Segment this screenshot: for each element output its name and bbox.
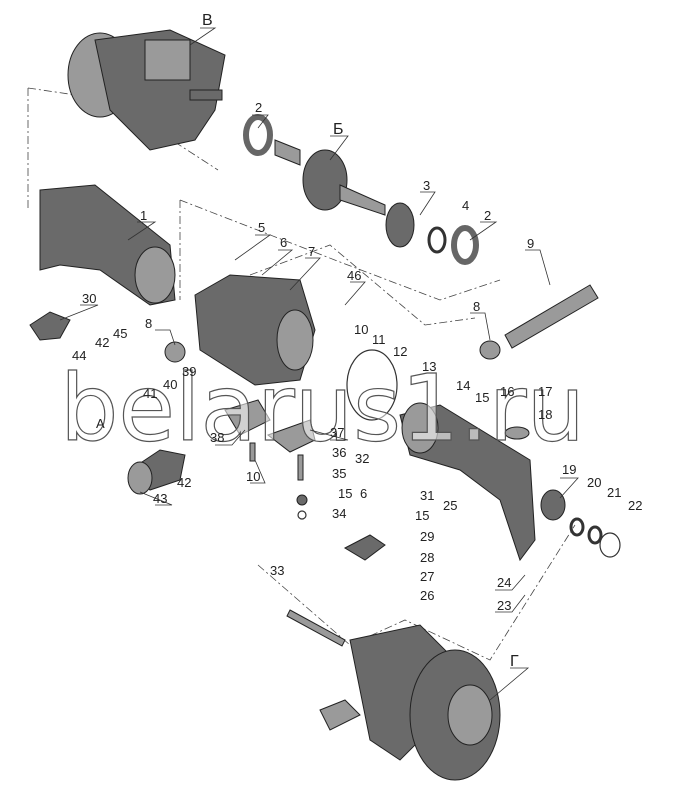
part-label: 46: [347, 268, 361, 283]
part-label: 8: [473, 299, 480, 314]
part-label: 19: [562, 462, 576, 477]
part-label: 32: [355, 451, 369, 466]
part-label: 6: [280, 235, 287, 250]
label-assembly-a: А: [96, 416, 105, 431]
part-label: 24: [497, 575, 511, 590]
part-label: 31: [420, 488, 434, 503]
part-label: 18: [538, 407, 552, 422]
part-label: 20: [587, 475, 601, 490]
part-labels: В Б Г А 1 2 2 3 4 5 6 6 7 8 8 9 10 10 11…: [72, 12, 642, 670]
part-label: 38: [210, 430, 224, 445]
part-label: 45: [113, 326, 127, 341]
part-label: 9: [527, 236, 534, 251]
part-label: 15: [338, 486, 352, 501]
part-label: 42: [177, 475, 191, 490]
part-label: 13: [422, 359, 436, 374]
part-label: 28: [420, 550, 434, 565]
part-label: 2: [484, 208, 491, 223]
part-label: 35: [332, 466, 346, 481]
part-label: 29: [420, 529, 434, 544]
part-label: 26: [420, 588, 434, 603]
part-label: 15: [475, 390, 489, 405]
part-label: 36: [332, 445, 346, 460]
part-label: 4: [462, 198, 469, 213]
part-label: 10: [354, 322, 368, 337]
part-label: 40: [163, 377, 177, 392]
part-label: 30: [82, 291, 96, 306]
assembly-g-final-drive: [319, 624, 501, 781]
part-label: 6: [360, 486, 367, 501]
assembly-v-reducer: [67, 29, 226, 151]
part-label: 33: [270, 563, 284, 578]
part-label: 37: [330, 425, 344, 440]
part-label: 43: [153, 491, 167, 506]
part-label: 2: [255, 100, 262, 115]
part-right-axle-housing: [346, 349, 621, 562]
part-label: 1: [140, 208, 147, 223]
part-label: 21: [607, 485, 621, 500]
leader-lines: [59, 27, 579, 701]
part-label: 16: [500, 384, 514, 399]
part-label: 15: [415, 508, 429, 523]
part-label: 10: [246, 469, 260, 484]
part-label: 17: [538, 384, 552, 399]
part-label: 39: [182, 364, 196, 379]
part-label: 42: [95, 335, 109, 350]
label-assembly-g: Г: [510, 653, 519, 670]
label-assembly-b: Б: [333, 121, 344, 138]
label-assembly-v: В: [202, 12, 213, 29]
part-label: 12: [393, 344, 407, 359]
part-a-motor-and-flanges: [127, 399, 386, 647]
part-label: 22: [628, 498, 642, 513]
part-label: 41: [143, 386, 157, 401]
part-label: 27: [420, 569, 434, 584]
part-9-shaft: [479, 284, 599, 360]
part-label: 23: [497, 598, 511, 613]
part-label: 7: [308, 244, 315, 259]
part-7-central-housing: [164, 274, 316, 386]
part-label: 8: [145, 316, 152, 331]
part-1-left-axle-housing: [29, 184, 176, 341]
part-label: 25: [443, 498, 457, 513]
part-label: 3: [423, 178, 430, 193]
part-label: 5: [258, 220, 265, 235]
part-label: 44: [72, 348, 86, 363]
part-label: 11: [372, 332, 386, 347]
watermark: belarus1.ru: [60, 355, 585, 462]
part-label: 14: [456, 378, 470, 393]
part-b-pinion-shaft: [243, 114, 479, 265]
part-label: 34: [332, 506, 346, 521]
